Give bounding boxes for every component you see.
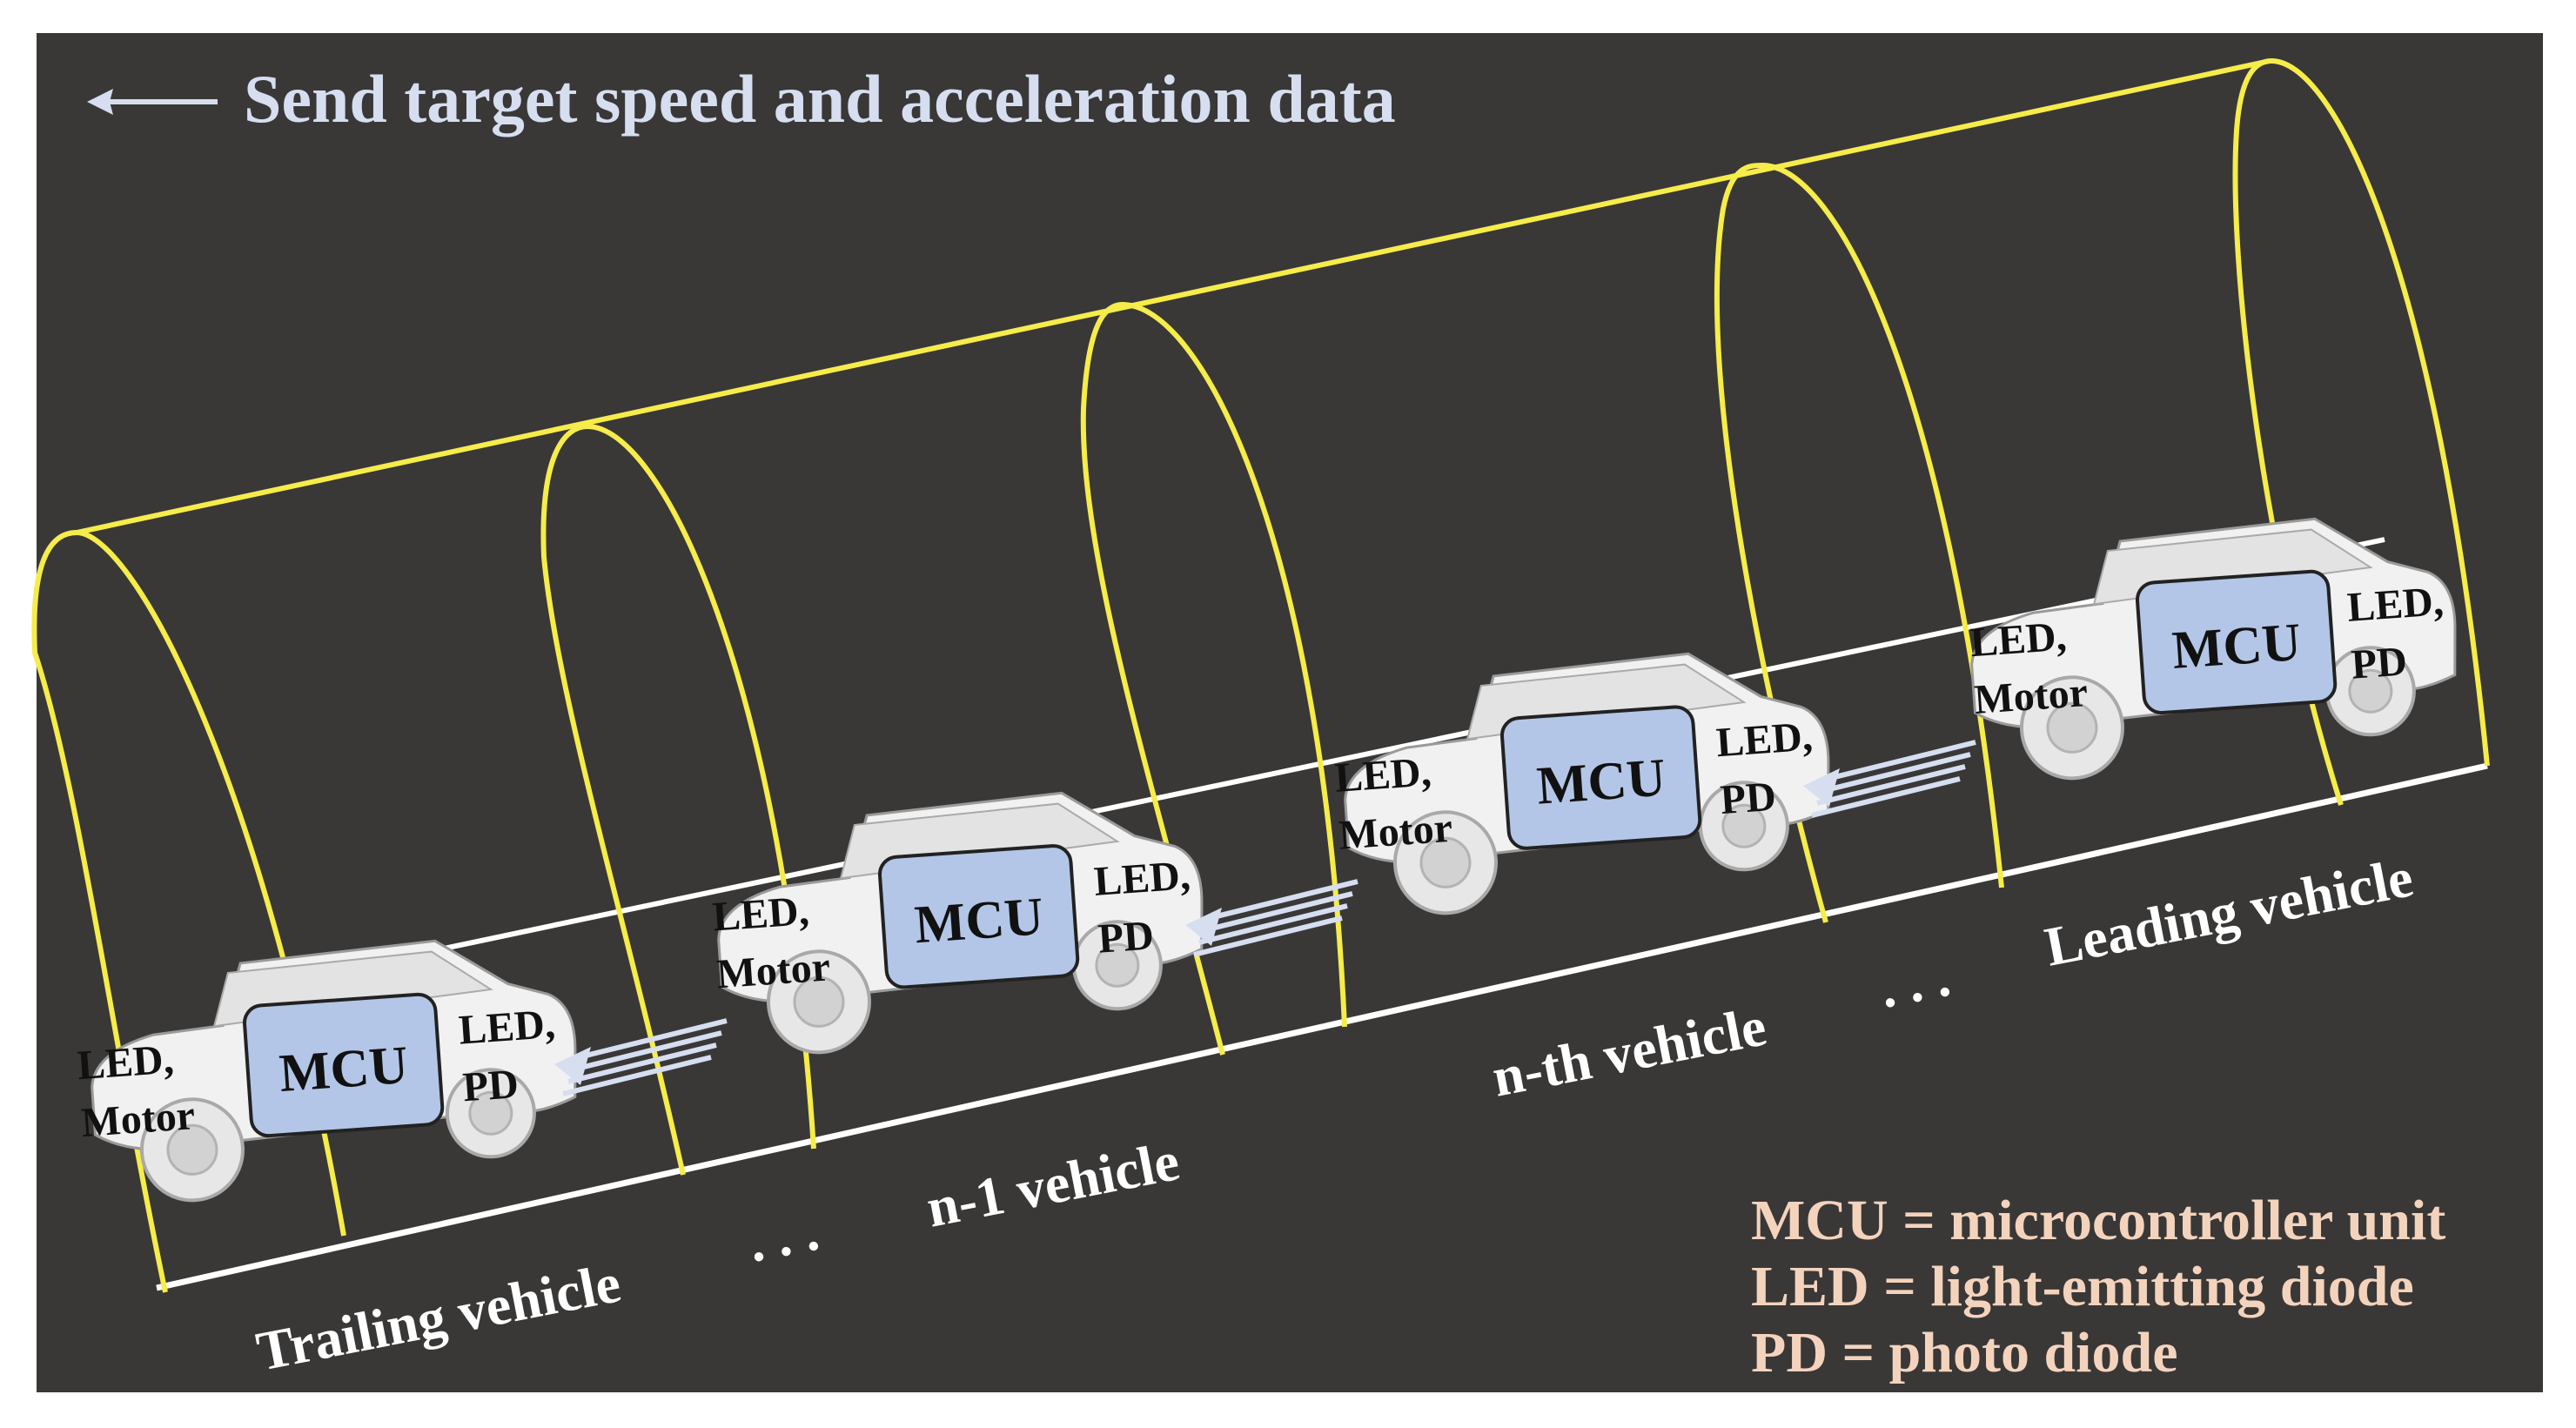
- rear-label-n-minus-1-1: LED,: [711, 888, 810, 941]
- front-label-n-th-1: LED,: [1714, 714, 1814, 767]
- legend-line-pd: PD = photo diode: [1751, 1321, 2178, 1384]
- ellipsis-2: . . .: [1875, 946, 1955, 1020]
- mcu-label-n-th: MCU: [1535, 748, 1667, 816]
- vehicle-n-minus-1: MCU LED, Motor LED, PD: [708, 781, 1213, 1061]
- front-label-leading-2: PD: [2350, 638, 2409, 687]
- front-label-leading-1: LED,: [2345, 578, 2445, 631]
- front-label-trailing-1: LED,: [457, 1001, 556, 1054]
- vehicle-n-th: MCU LED, Motor LED, PD: [1333, 642, 1840, 922]
- front-label-n-minus-1-1: LED,: [1092, 852, 1191, 905]
- rear-label-leading-1: LED,: [1969, 613, 2068, 667]
- legend: MCU = microcontroller unit LED = light-e…: [1751, 1189, 2445, 1384]
- rear-label-leading-2: Motor: [1973, 669, 2090, 723]
- mcu-label-n-minus-1: MCU: [913, 887, 1045, 955]
- mcu-box-n-th: [1499, 705, 1702, 850]
- rear-label-n-th-1: LED,: [1333, 748, 1432, 801]
- mcu-label-trailing: MCU: [278, 1036, 410, 1103]
- rear-label-n-minus-1-2: Motor: [715, 943, 832, 997]
- mcu-box-leading: [2135, 569, 2338, 715]
- header-arrow: [87, 89, 218, 115]
- vehicle-leading: MCU LED, Motor LED, PD: [1961, 507, 2466, 787]
- tunnel-arches: [31, 57, 2490, 1293]
- mcu-label-leading: MCU: [2170, 613, 2303, 680]
- rear-label-trailing-2: Motor: [80, 1092, 197, 1146]
- rear-label-n-th-2: Motor: [1338, 805, 1454, 859]
- header-text: Send target speed and acceleration data: [244, 61, 1396, 137]
- legend-line-led: LED = light-emitting diode: [1751, 1255, 2414, 1318]
- tunnel-top-rail: [76, 58, 2271, 535]
- mcu-box-trailing: [242, 992, 445, 1138]
- front-label-trailing-2: PD: [461, 1061, 520, 1110]
- tunnel-bottom-rail: [156, 762, 2488, 1291]
- vehicle-trailing: MCU LED, Motor LED, PD: [76, 929, 587, 1209]
- front-label-n-minus-1-2: PD: [1097, 912, 1156, 962]
- mcu-box-n-minus-1: [877, 844, 1080, 989]
- ellipsis-1: . . .: [743, 1200, 823, 1274]
- left-arrow-icon: [87, 89, 113, 115]
- front-label-n-th-2: PD: [1719, 774, 1778, 823]
- legend-line-mcu: MCU = microcontroller unit: [1751, 1189, 2445, 1252]
- rear-label-trailing-1: LED,: [76, 1036, 175, 1089]
